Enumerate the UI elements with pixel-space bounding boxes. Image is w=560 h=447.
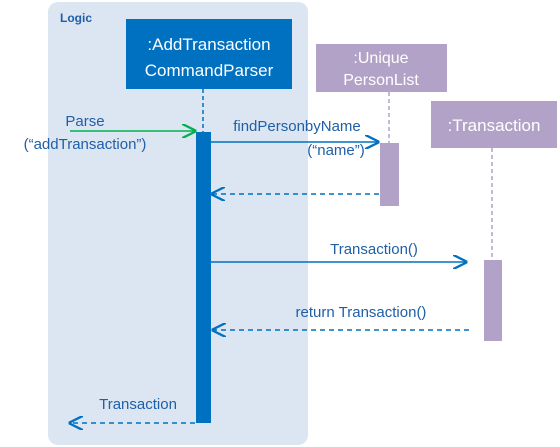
parse-message-argument: (“addTransaction”): [24, 136, 147, 153]
transaction-lifeline-box: [431, 101, 557, 148]
find-person-message-argument: (“name”): [307, 142, 365, 159]
parser-activation-bar: [196, 132, 211, 423]
construct-transaction-message-label: Transaction(): [330, 241, 418, 258]
unique-person-list-title: :Unique: [353, 50, 408, 67]
transaction-activation-bar: [484, 260, 502, 341]
logic-frame: [48, 2, 308, 445]
parser-lifeline-subtitle: CommandParser: [145, 61, 274, 80]
unique-person-list-box: [316, 44, 447, 92]
find-person-message-label: findPersonbyName: [233, 118, 361, 135]
unique-person-list-subtitle: PersonList: [343, 72, 419, 89]
parser-lifeline-box: [126, 19, 292, 89]
transaction-lifeline-title: :Transaction: [448, 116, 541, 135]
parser-lifeline-title: :AddTransaction: [147, 35, 270, 54]
return-transaction-label: return Transaction(): [296, 304, 427, 321]
unique-person-list-activation-bar: [380, 143, 399, 206]
return-result-label: Transaction: [99, 396, 177, 413]
logic-frame-label: Logic: [60, 11, 92, 25]
parse-message-label: Parse: [65, 113, 104, 130]
